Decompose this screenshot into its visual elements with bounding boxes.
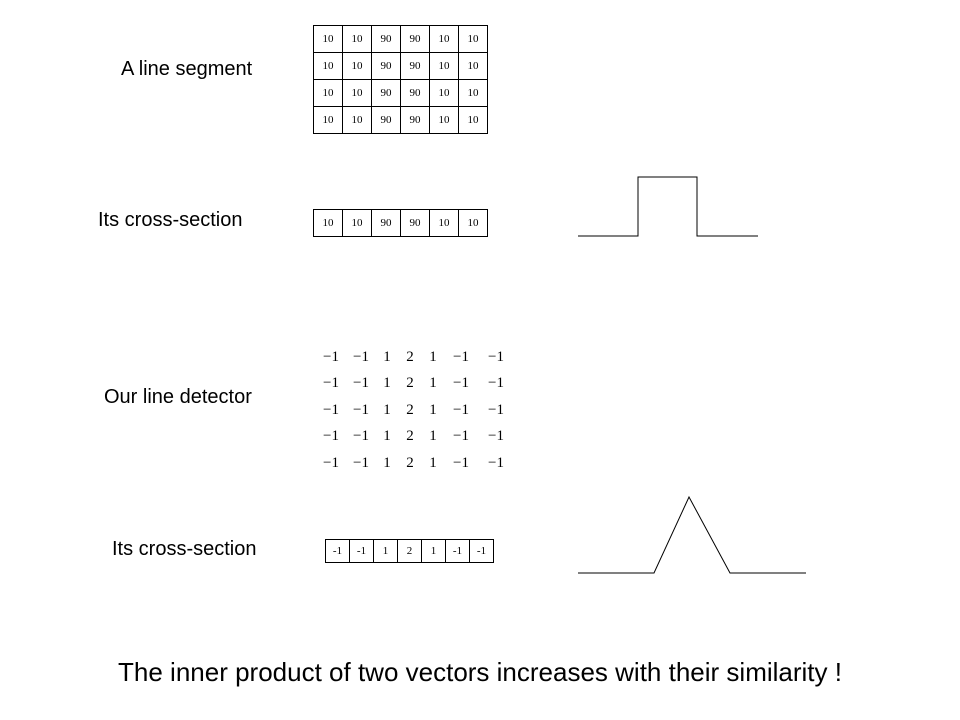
grid-cell: 90	[371, 79, 401, 107]
matrix-row: −1 −1 1 2 1 −1 −1	[316, 397, 514, 424]
grid-cell: 90	[371, 25, 401, 53]
matrix-cell: 1	[429, 348, 437, 365]
matrix-row: −1 −1 1 2 1 −1 −1	[316, 424, 514, 451]
matrix-row: −1 −1 1 2 1 −1 −1	[316, 450, 514, 477]
matrix-cell: −1	[323, 428, 339, 445]
grid-cell: 10	[429, 209, 459, 237]
grid-cell: 10	[342, 79, 372, 107]
grid-cell: 10	[313, 79, 343, 107]
grid-cell: 10	[458, 209, 488, 237]
matrix-cell: 1	[429, 428, 437, 445]
matrix-cell: −1	[323, 375, 339, 392]
cross-section-label-2: Its cross-section	[112, 538, 257, 560]
grid-cell: 10	[313, 25, 343, 53]
grid-cell: 90	[371, 106, 401, 134]
matrix-cell: 1	[383, 454, 391, 471]
matrix-cell: −1	[353, 375, 369, 392]
matrix-cell: 2	[406, 401, 414, 418]
grid-cell: 10	[342, 209, 372, 237]
matrix-cell: 2	[406, 454, 414, 471]
grid-cell: 10	[342, 25, 372, 53]
matrix-cell: 1	[429, 375, 437, 392]
grid-cell: 90	[400, 106, 430, 134]
grid-cell: 10	[342, 106, 372, 134]
step-profile-line	[578, 176, 758, 237]
grid-cell: 10	[313, 52, 343, 80]
grid-cell: 90	[400, 25, 430, 53]
triangle-profile-line	[578, 495, 806, 574]
grid-cell: 90	[400, 79, 430, 107]
grid-cell: 10	[458, 52, 488, 80]
grid-cell: 90	[371, 209, 401, 237]
grid-cell: 10	[313, 209, 343, 237]
triangle-profile-diagram	[578, 495, 806, 574]
matrix-cell: −1	[353, 348, 369, 365]
grid-cell: 10	[458, 79, 488, 107]
matrix-cell: −1	[488, 375, 504, 392]
matrix-cell: −1	[353, 454, 369, 471]
matrix-cell: −1	[353, 428, 369, 445]
line-detector-label: Our line detector	[104, 386, 252, 408]
table-row: 10 10 90 90 10 10	[313, 106, 488, 134]
matrix-cell: −1	[353, 401, 369, 418]
table-row: -1 -1 1 2 1 -1 -1	[325, 539, 494, 563]
detector-cross-section-row: -1 -1 1 2 1 -1 -1	[325, 539, 494, 563]
grid-cell: 10	[458, 25, 488, 53]
grid-cell: -1	[445, 539, 470, 563]
table-row: 10 10 90 90 10 10	[313, 52, 488, 80]
grid-cell: 90	[400, 209, 430, 237]
matrix-cell: −1	[323, 348, 339, 365]
cross-section-label-1: Its cross-section	[98, 209, 243, 231]
matrix-cell: 2	[406, 348, 414, 365]
matrix-cell: −1	[323, 454, 339, 471]
matrix-cell: −1	[323, 401, 339, 418]
matrix-cell: −1	[453, 401, 469, 418]
grid-cell: 90	[371, 52, 401, 80]
table-row: 10 10 90 90 10 10	[313, 79, 488, 107]
grid-cell: -1	[469, 539, 494, 563]
matrix-cell: 2	[406, 428, 414, 445]
matrix-cell: 1	[429, 401, 437, 418]
table-row: 10 10 90 90 10 10	[313, 209, 488, 237]
matrix-cell: −1	[453, 454, 469, 471]
matrix-cell: −1	[488, 401, 504, 418]
segment-cross-section-row: 10 10 90 90 10 10	[313, 209, 488, 237]
matrix-cell: 1	[383, 348, 391, 365]
matrix-cell: −1	[453, 375, 469, 392]
matrix-cell: 1	[383, 401, 391, 418]
grid-cell: -1	[349, 539, 374, 563]
grid-cell: 10	[429, 52, 459, 80]
line-detector-matrix: −1 −1 1 2 1 −1 −1 −1 −1 1 2 1 −1 −1 −1 −…	[316, 344, 514, 477]
step-profile-diagram	[578, 176, 758, 237]
matrix-cell: 1	[429, 454, 437, 471]
matrix-cell: −1	[488, 454, 504, 471]
matrix-cell: 1	[383, 375, 391, 392]
grid-cell: 2	[397, 539, 422, 563]
grid-cell: -1	[325, 539, 350, 563]
grid-cell: 10	[458, 106, 488, 134]
grid-cell: 10	[429, 106, 459, 134]
table-row: 10 10 90 90 10 10	[313, 25, 488, 53]
matrix-cell: −1	[488, 348, 504, 365]
matrix-cell: −1	[453, 348, 469, 365]
grid-cell: 10	[429, 25, 459, 53]
grid-cell: 1	[373, 539, 398, 563]
line-segment-label: A line segment	[121, 58, 253, 80]
grid-cell: 1	[421, 539, 446, 563]
matrix-cell: 2	[406, 375, 414, 392]
grid-cell: 10	[313, 106, 343, 134]
matrix-cell: −1	[488, 428, 504, 445]
line-segment-grid: 10 10 90 90 10 10 10 10 90 90 10 10 10 1…	[313, 25, 488, 134]
caption-text: The inner product of two vectors increas…	[118, 657, 842, 687]
matrix-cell: 1	[383, 428, 391, 445]
grid-cell: 10	[429, 79, 459, 107]
matrix-row: −1 −1 1 2 1 −1 −1	[316, 344, 514, 371]
matrix-cell: −1	[453, 428, 469, 445]
grid-cell: 90	[400, 52, 430, 80]
grid-cell: 10	[342, 52, 372, 80]
matrix-row: −1 −1 1 2 1 −1 −1	[316, 371, 514, 398]
